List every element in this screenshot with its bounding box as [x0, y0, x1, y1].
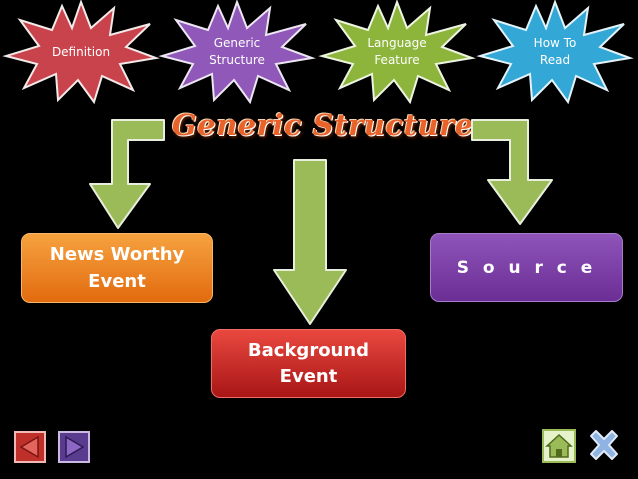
nav-language-feature-label: Language Feature [367, 36, 427, 67]
home-icon [542, 429, 576, 463]
close-button[interactable] [586, 427, 622, 463]
background-event-box[interactable]: Background Event [211, 329, 406, 398]
background-event-label: Background Event [247, 339, 370, 387]
home-button[interactable] [542, 429, 576, 463]
news-worthy-event-label: News Worthy Event [49, 244, 185, 292]
starburst-shape [318, 0, 476, 105]
close-icon [590, 430, 618, 460]
starburst-shape [476, 0, 634, 105]
source-box[interactable]: S o u r c e [430, 233, 623, 302]
starburst-shape [158, 0, 316, 105]
next-button[interactable] [58, 431, 90, 463]
triangle-left-icon [14, 431, 46, 463]
nav-generic-structure-button[interactable]: Generic Structure [158, 0, 316, 105]
arrow-to-news-worthy-event [88, 118, 172, 230]
starburst-shape [2, 0, 160, 105]
slide-title: Generic Structure [172, 108, 474, 142]
arrow-to-source [470, 118, 560, 226]
triangle-right-icon [58, 431, 90, 463]
source-label: S o u r c e [456, 257, 597, 278]
nav-definition-label: Definition [51, 44, 111, 59]
nav-generic-structure-label: Generic Structure [209, 36, 265, 67]
previous-button[interactable] [14, 431, 46, 463]
arrow-to-background-event [272, 158, 348, 326]
nav-how-to-read-button[interactable]: How To Read [476, 0, 634, 105]
news-worthy-event-box[interactable]: News Worthy Event [21, 233, 213, 303]
nav-how-to-read-label: How To Read [533, 36, 577, 67]
nav-language-feature-button[interactable]: Language Feature [318, 0, 476, 105]
nav-definition-button[interactable]: Definition [2, 0, 160, 105]
